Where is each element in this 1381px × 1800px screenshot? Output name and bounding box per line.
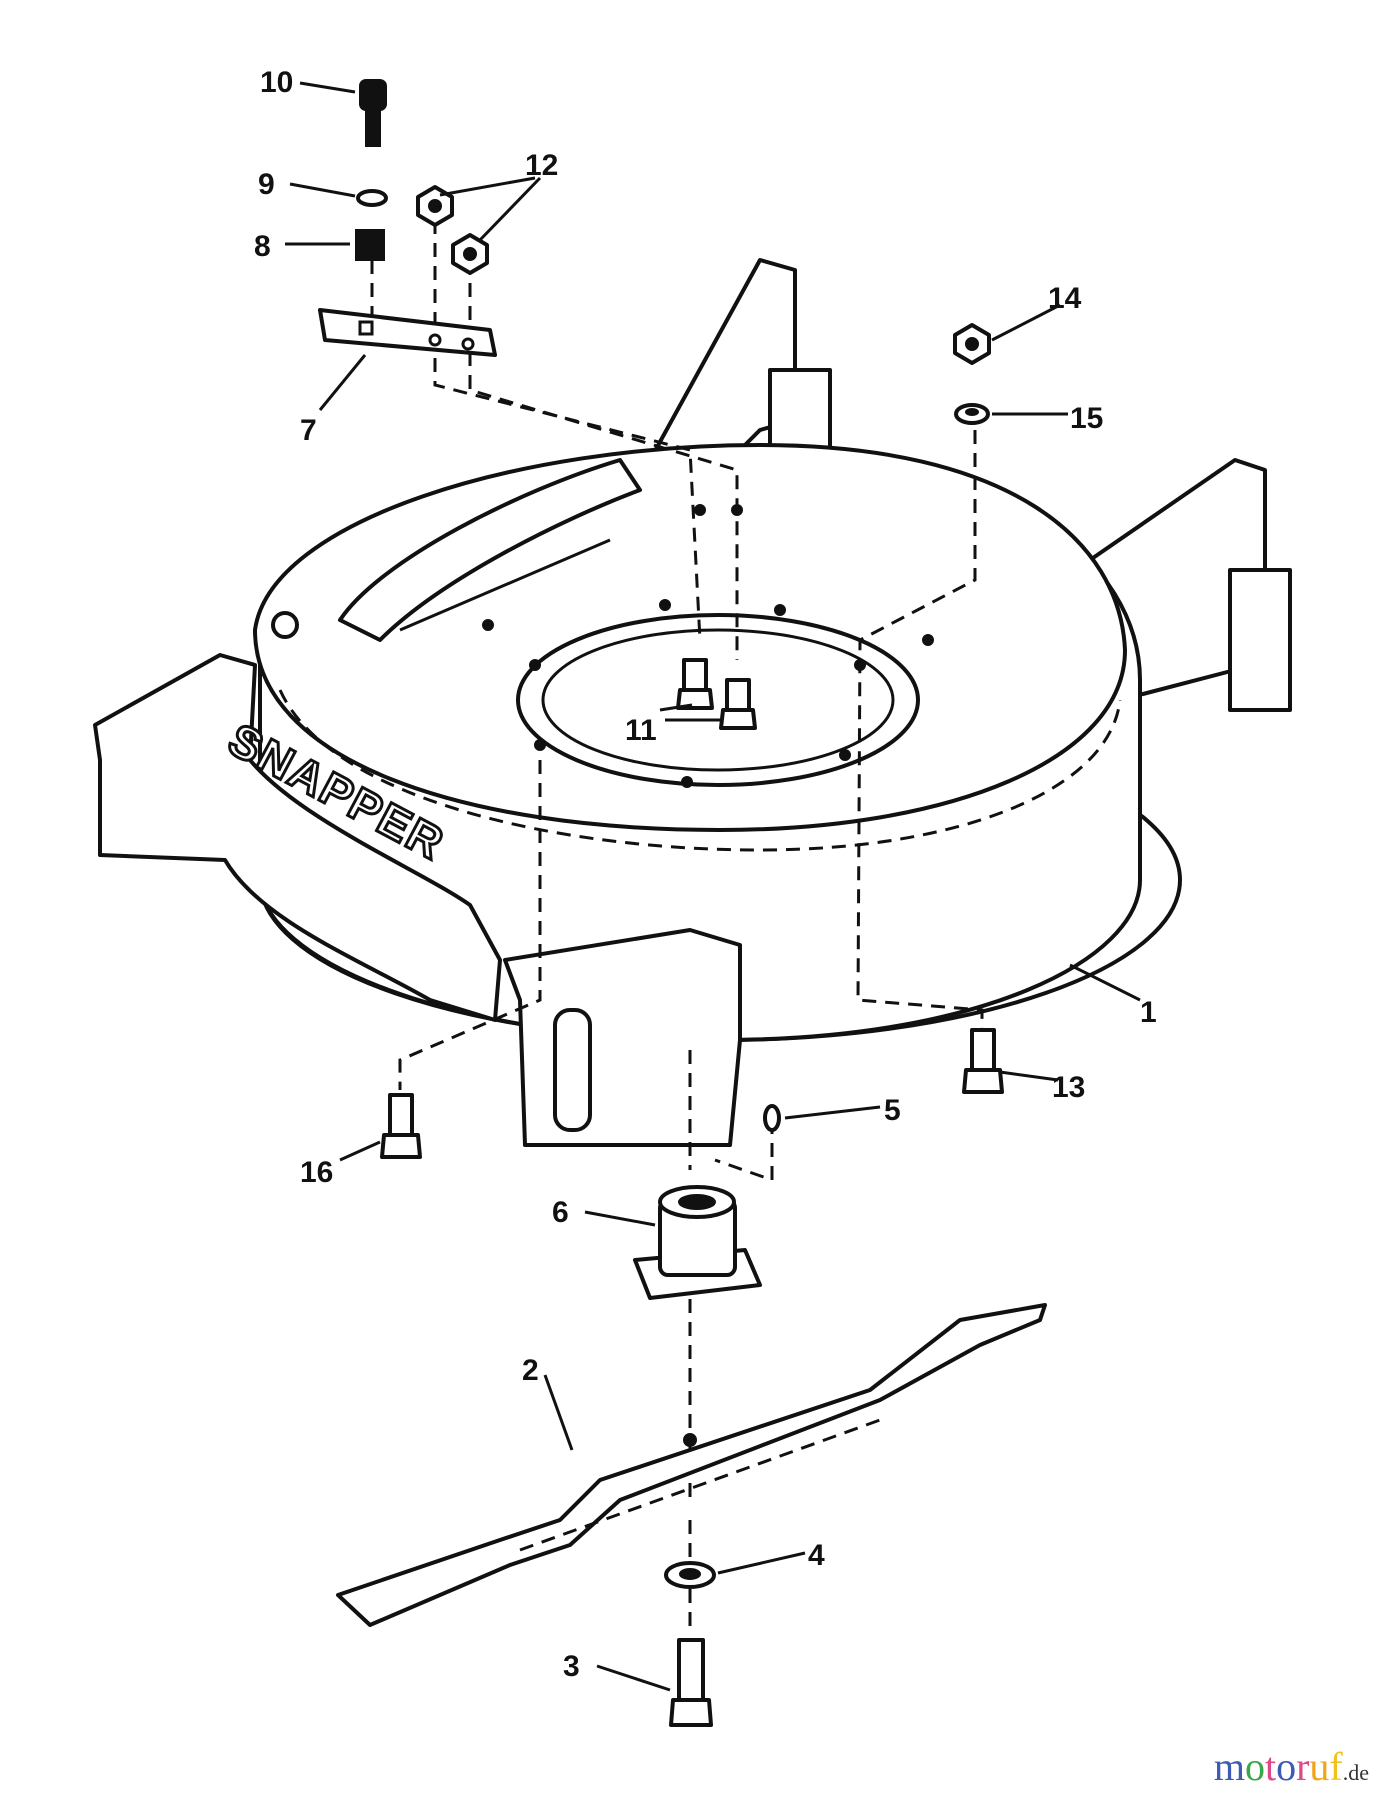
watermark-suffix: .de <box>1342 1760 1369 1785</box>
watermark-letter: u <box>1309 1744 1330 1789</box>
callout-7: 7 <box>300 414 317 447</box>
watermark-logo: motoruf.de <box>1214 1743 1369 1790</box>
callout-16: 16 <box>300 1156 333 1189</box>
callout-4: 4 <box>808 1539 825 1572</box>
watermark-letter: o <box>1244 1744 1265 1789</box>
mower-deck: SNAPPER <box>93 443 1182 1147</box>
bolt-16 <box>380 1093 422 1159</box>
watermark-letter: t <box>1264 1744 1277 1789</box>
callout-10: 10 <box>260 66 293 99</box>
watermark-letter: r <box>1296 1744 1310 1789</box>
watermark-name: motoruf <box>1214 1744 1343 1789</box>
bolts-11 <box>676 658 757 730</box>
bolt-13 <box>962 1028 1004 1094</box>
nut-12a <box>416 185 454 227</box>
washer-4 <box>664 1561 716 1589</box>
callout-11: 11 <box>625 714 657 747</box>
callout-14: 14 <box>1048 282 1082 315</box>
blade-2 <box>336 1303 1047 1627</box>
bolt-10 <box>359 79 387 147</box>
watermark-letter: f <box>1329 1744 1343 1789</box>
leader-lines <box>285 81 1141 1692</box>
callout-8: 8 <box>254 230 271 263</box>
callout-3: 3 <box>563 1650 580 1683</box>
watermark-letter: o <box>1276 1744 1297 1789</box>
callout-labels: 10 9 8 12 7 14 15 11 1 13 5 16 6 2 4 3 <box>254 66 1157 1683</box>
callout-1: 1 <box>1140 996 1157 1029</box>
callout-15: 15 <box>1070 402 1103 435</box>
washer-15 <box>954 403 990 425</box>
bracket-7 <box>318 308 497 357</box>
washer-9 <box>356 189 388 207</box>
callout-12: 12 <box>525 149 558 182</box>
callout-5: 5 <box>884 1094 901 1127</box>
callout-9: 9 <box>258 168 275 201</box>
callout-2: 2 <box>522 1354 539 1387</box>
callout-6: 6 <box>552 1196 569 1229</box>
nut-14 <box>953 323 991 365</box>
watermark-letter: m <box>1213 1744 1245 1789</box>
nut-12b <box>451 233 489 275</box>
key-5 <box>763 1104 781 1132</box>
callout-13: 13 <box>1052 1071 1085 1104</box>
clip-8 <box>355 229 385 261</box>
adapter-6 <box>633 1185 762 1300</box>
bolt-3 <box>669 1638 713 1727</box>
